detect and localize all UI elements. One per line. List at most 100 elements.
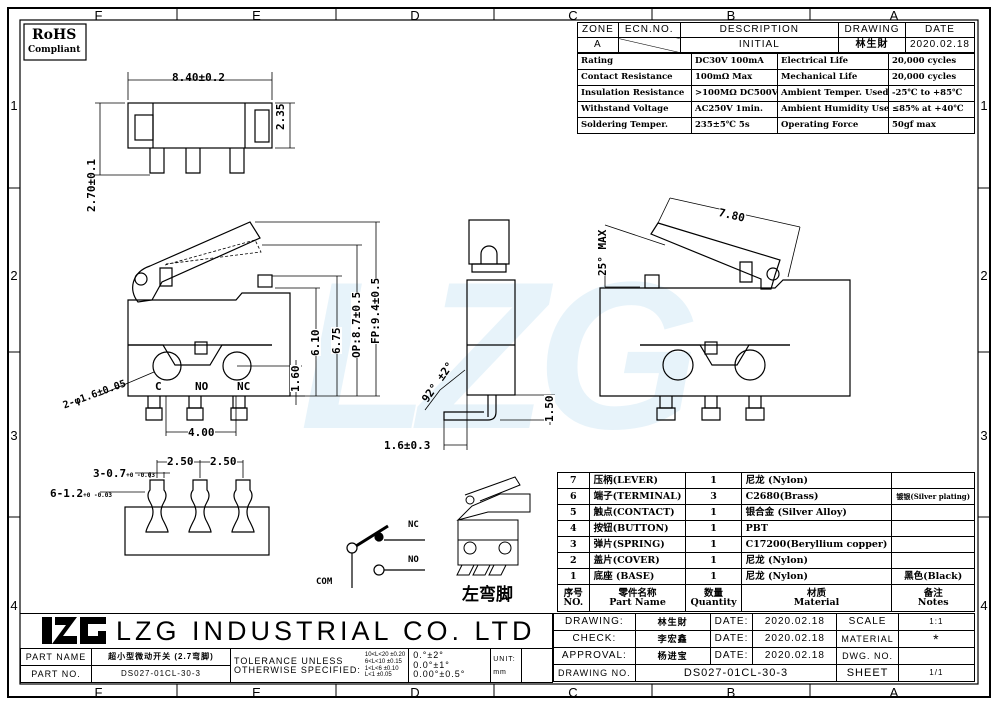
switch-schematic — [346, 524, 425, 588]
zone-col-a-bottom: A — [889, 685, 899, 700]
bom-header-en: Quantity — [690, 597, 737, 608]
right-view — [599, 197, 851, 421]
approval-label: APPROVAL: — [553, 647, 636, 665]
spec-label: Electrical Life — [777, 53, 889, 70]
dim-6-75: 6.75 — [330, 327, 343, 354]
pin-label-nc: NC — [237, 380, 251, 393]
dim-6-10: 6.10 — [309, 329, 322, 356]
bom-material: 尼龙 (Nylon) — [740, 552, 893, 569]
check-name: 李宏鑫 — [634, 630, 711, 648]
dim-pin-width-2-tol: +0 -0.03 — [83, 492, 113, 499]
check-date: 2020.02.18 — [752, 630, 838, 648]
dwg-no-label: DWG. NO. — [836, 647, 899, 665]
approval-date: 2020.02.18 — [752, 647, 838, 665]
company-banner — [20, 613, 553, 648]
spec-value: >100MΩ DC500V — [691, 85, 778, 102]
projection-symbol-cell — [521, 648, 553, 683]
bom-material: C2680(Brass) — [740, 488, 893, 505]
rev-header: DESCRIPTION — [679, 22, 840, 38]
bom-no: 7 — [557, 472, 590, 489]
bom-header-en: Part Name — [609, 597, 666, 608]
rohs-box — [23, 23, 87, 61]
bom-material: C17200(Beryllium copper) — [740, 536, 893, 553]
dim-top-width: 8.40±0.2 — [172, 71, 225, 84]
dwg-no-value — [897, 647, 976, 665]
schematic-nc: NC — [408, 520, 419, 530]
zone-col-d-top: D — [410, 8, 420, 23]
pin-label-no: NO — [195, 380, 209, 393]
part-name-label: PART NAME — [20, 648, 92, 666]
rev-header: ZONE — [577, 22, 619, 38]
dim-pitch-2: 2.50 — [210, 455, 237, 468]
bom-qty: 1 — [685, 472, 742, 489]
sheet-label: SHEET — [836, 664, 899, 682]
date-label: DATE: — [709, 613, 754, 631]
bent-pin-label: 左弯脚 — [462, 585, 513, 604]
angle-tol: 0.00°±0.5° — [413, 669, 466, 680]
spec-value: 235±5℃ 5s — [691, 117, 778, 134]
drawing-name: 林生財 — [634, 613, 711, 631]
rev-header: ECN.NO. — [617, 22, 681, 38]
bom-notes — [891, 536, 975, 553]
tol-value: ±0.20 — [390, 652, 406, 659]
bom-notes: 镀银(Silver plating) — [891, 488, 975, 505]
spec-label: Insulation Resistance — [577, 85, 692, 102]
bom-part: 弹片(SPRING) — [588, 536, 687, 553]
bom-header-cn: 备注 — [923, 587, 943, 599]
bom-notes: 黑色(Black) — [891, 568, 975, 585]
part-name-value: 超小型微动开关 (2.7弯脚) — [91, 648, 231, 666]
dim-pin-width: 3-0.7+0 -0.03 — [93, 468, 155, 479]
rohs-subtitle: Compliant — [28, 45, 81, 55]
pin-label-c: C — [155, 380, 162, 393]
bom-no: 2 — [557, 552, 590, 569]
dim-pin-width-2: 6-1.2+0 -0.03 — [50, 488, 112, 499]
spec-label: Contact Resistance — [577, 69, 692, 86]
dim-offset: 1.6±0.3 — [384, 439, 431, 452]
bom-material: 尼龙 (Nylon) — [740, 568, 893, 585]
dim-pitch: 4.00 — [188, 426, 215, 439]
spec-label: Ambient Humidity Used — [777, 101, 889, 118]
bom-material: 银合金 (Silver Alloy) — [740, 504, 893, 521]
bom-header-cn: 数量 — [704, 587, 724, 599]
scale-value: 1:1 — [897, 613, 976, 631]
spec-label: Rating — [577, 53, 692, 70]
zone-col-f-top: F — [94, 8, 103, 23]
dim-1-60: 1.60 — [289, 365, 302, 392]
bom-notes — [891, 504, 975, 521]
zone-row-4-left: 4 — [10, 598, 18, 613]
scale-label: SCALE — [836, 613, 899, 631]
zone-col-a-top: A — [889, 8, 899, 23]
tol-range: L<1 — [364, 672, 376, 679]
bom-header-cn: 材质 — [807, 587, 827, 599]
angle-tol: 0.°±2° — [413, 649, 444, 660]
rev-description: INITIAL — [679, 37, 840, 53]
part-no-value: DS027-01CL-30-3 — [91, 665, 231, 683]
zone-col-e-top: E — [252, 8, 261, 23]
zone-col-f-bottom: F — [94, 685, 103, 700]
bom-header-cn: 零件名称 — [618, 587, 657, 599]
zone-row-2-right: 2 — [980, 268, 988, 283]
spec-label: Ambient Temper. Used — [777, 85, 889, 102]
bom-part: 压柄(LEVER) — [588, 472, 687, 489]
bom-notes — [891, 472, 975, 489]
unit-value: mm — [493, 668, 507, 676]
bom-no: 3 — [557, 536, 590, 553]
spec-value: 50gf max — [888, 117, 975, 134]
dim-pin-width-tol: +0 -0.03 — [126, 472, 156, 479]
bom-notes — [891, 520, 975, 537]
date-label: DATE: — [709, 647, 754, 665]
spec-value: ≤85% at +40℃ — [888, 101, 975, 118]
drawing-label: DRAWING: — [553, 613, 636, 631]
watermark-logo: LZG — [300, 238, 700, 473]
